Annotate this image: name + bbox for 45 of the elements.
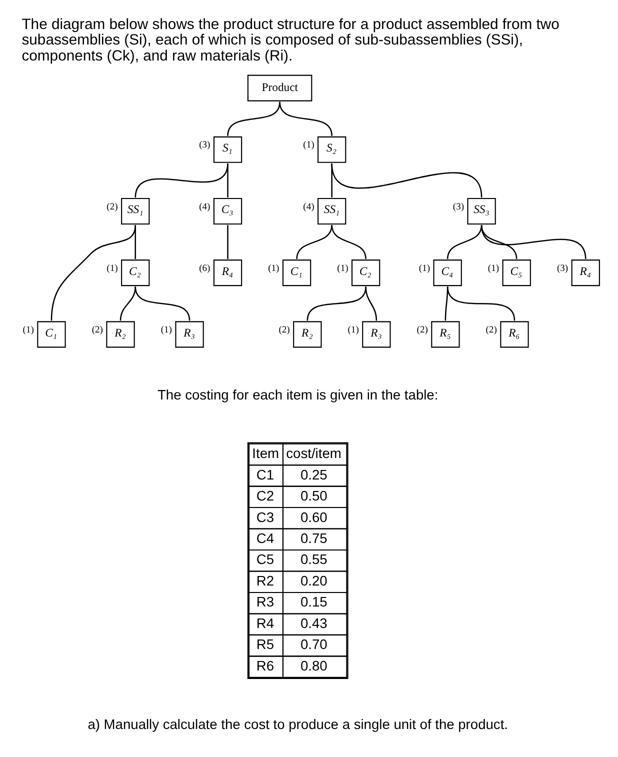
diagram-title: The diagram below shows the product structure for a product assembled from two subassemblies (Si), each of which is composed of sub-subassemblies (SSi), components (Ck), and raw materials (Ri).: [22, 16, 560, 65]
label: 0.75: [300, 530, 328, 546]
label: Item: [252, 446, 280, 462]
label: 0.20: [300, 573, 328, 588]
label: 0.60: [300, 510, 328, 525]
label: R5: [256, 637, 274, 652]
node-label: (1): [418, 262, 430, 274]
label: R6: [256, 658, 274, 674]
label: a) Manually calculate the cost to produce a single unit of the product.: [88, 716, 508, 732]
label: 0.43: [300, 616, 328, 631]
node-label: (1): [303, 140, 314, 151]
node-label: (1): [337, 262, 348, 274]
node-label: (1): [268, 262, 280, 274]
label: R2: [256, 573, 274, 588]
node-label: (1): [22, 324, 34, 336]
label: C5: [256, 552, 274, 568]
label: 0.15: [300, 594, 328, 610]
label: C2: [256, 488, 274, 504]
node-label: (6): [199, 262, 210, 274]
node-label: (2): [278, 324, 290, 336]
node-label: (3): [556, 262, 568, 274]
label: 0.50: [300, 488, 328, 504]
label: C3: [256, 510, 274, 525]
node-label: (2): [92, 324, 103, 336]
label: The costing for each item is given in the table:: [158, 388, 438, 403]
node-label: (1): [348, 324, 359, 336]
node-label: (4): [303, 201, 314, 212]
node-label: (1): [160, 324, 172, 336]
label: 0.80: [300, 658, 328, 674]
label: C1: [256, 467, 274, 482]
label: R4: [256, 616, 274, 631]
node-label: (2): [486, 324, 497, 336]
node-label: (3): [452, 201, 464, 212]
label: C4: [256, 530, 274, 546]
label: 0.55: [300, 552, 328, 568]
node-label: (4): [199, 201, 210, 212]
node-label: (2): [106, 201, 118, 212]
node-label: (2): [416, 324, 428, 336]
label: cost/item: [286, 446, 342, 462]
node-label: (1): [106, 262, 118, 274]
node-label: (1): [488, 262, 500, 274]
node-label: (3): [199, 140, 210, 151]
label: 0.25: [300, 467, 328, 482]
label: 0.70: [300, 637, 328, 652]
label: R3: [256, 594, 274, 610]
